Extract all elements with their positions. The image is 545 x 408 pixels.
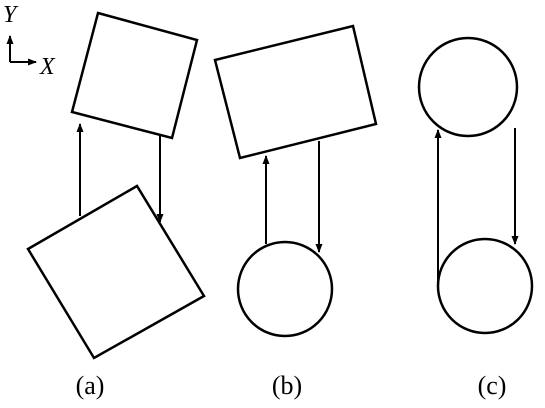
panel-c-top-circle xyxy=(417,36,519,138)
y-axis-label: Y xyxy=(3,2,19,28)
panel-b-top-rectangle xyxy=(213,24,378,160)
panel-b-bottom-circle xyxy=(236,240,334,338)
panel-a-top-square xyxy=(70,11,199,140)
panel-c-bottom-circle xyxy=(436,237,534,335)
panel-c-caption: (c) xyxy=(478,371,507,400)
axis-indicator: Y X xyxy=(3,2,56,80)
panel-a-bottom-square xyxy=(26,184,206,360)
panel-c: (c) xyxy=(417,36,534,400)
panel-a: (a) xyxy=(26,11,206,400)
panel-a-caption: (a) xyxy=(76,371,105,400)
x-axis-label: X xyxy=(39,54,56,80)
panel-b: (b) xyxy=(213,24,378,400)
panel-b-caption: (b) xyxy=(272,371,302,400)
